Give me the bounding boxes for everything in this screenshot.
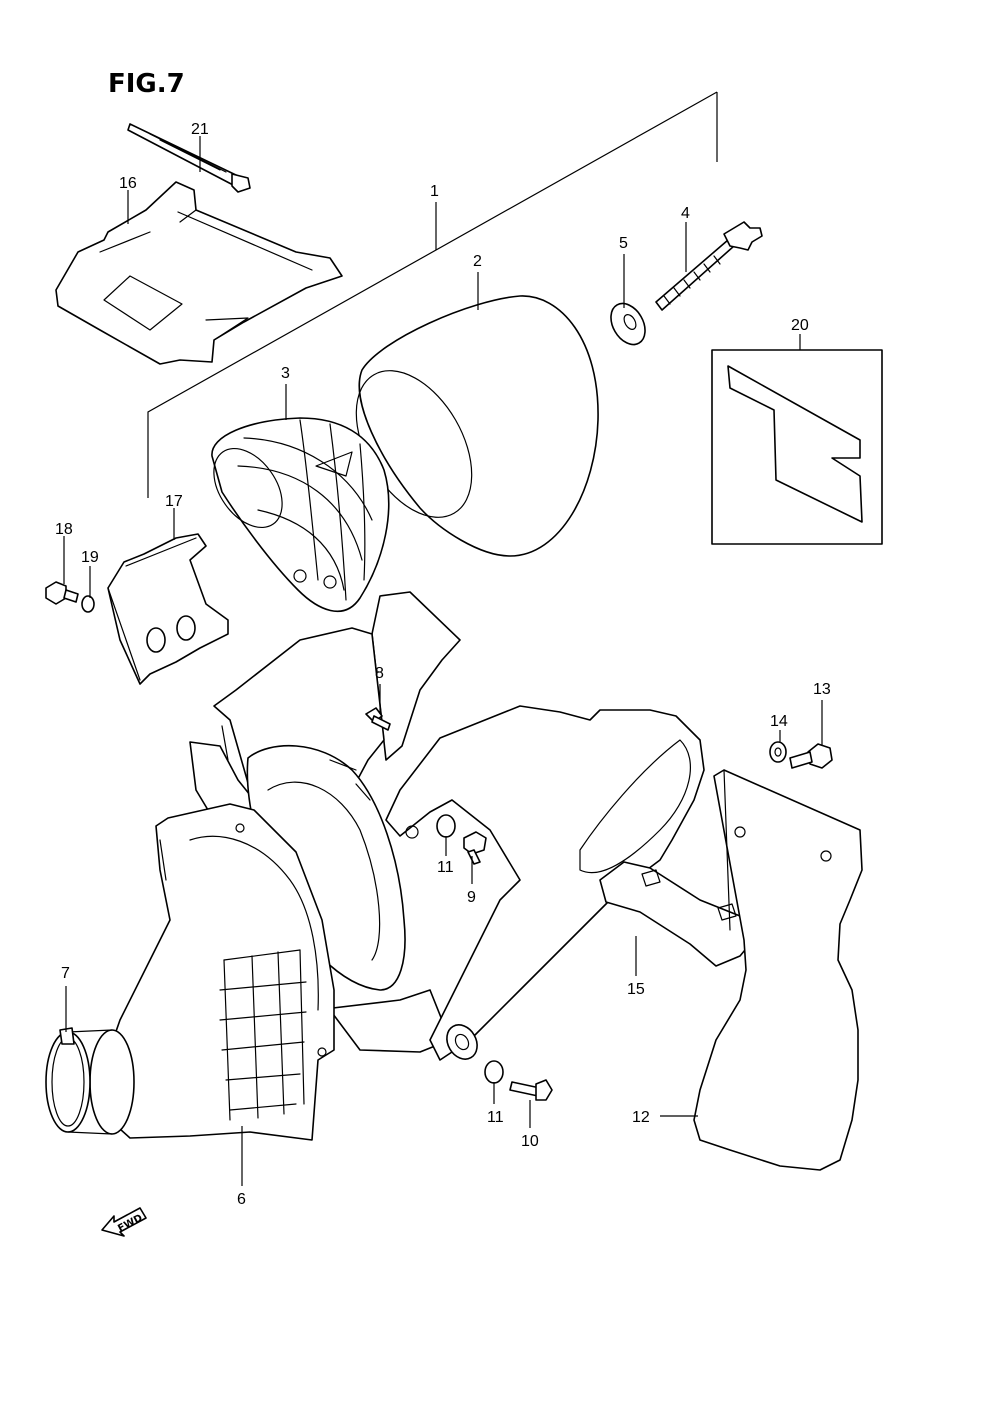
callout-10: 10 [521, 1133, 539, 1150]
part-21-cable-tie [127, 123, 251, 193]
part-14-washer [769, 741, 787, 763]
part-11-collar-upper [436, 814, 456, 838]
part-12-intake-duct [693, 769, 863, 1171]
callout-1: 1 [430, 183, 439, 200]
callout-4: 4 [681, 205, 690, 222]
part-5-washer [610, 302, 646, 346]
callout-15: 15 [627, 981, 645, 998]
part-16-cover-plate [55, 181, 343, 365]
callout-6: 6 [237, 1191, 246, 1208]
part-11-collar-lower [484, 1060, 504, 1084]
callout-11-lower: 11 [487, 1109, 504, 1126]
callout-18: 18 [55, 521, 73, 538]
callout-14: 14 [770, 713, 788, 730]
part-13-bolt [789, 743, 833, 769]
callout-13: 13 [813, 681, 831, 698]
part-4-wing-bolt [655, 221, 763, 311]
callout-20: 20 [791, 317, 809, 334]
figure-title: FIG.7 [108, 69, 185, 99]
part-20-sheet [711, 349, 883, 545]
callout-labels: 1 2 3 4 5 6 7 8 9 10 11 11 12 13 14 15 1… [55, 121, 831, 1208]
callout-16: 16 [119, 175, 137, 192]
part-6-intake-boot [105, 803, 335, 1141]
callout-leaders [63, 136, 823, 1186]
part-3-filter-cage [211, 417, 390, 613]
part-18-bolt [45, 581, 79, 605]
callout-5: 5 [619, 235, 628, 252]
callout-12: 12 [632, 1109, 650, 1126]
callout-2: 2 [473, 253, 482, 270]
part-9-bolt [463, 831, 487, 865]
callout-9: 9 [467, 889, 476, 906]
part-19-washer [81, 595, 95, 613]
callout-8: 8 [375, 665, 384, 682]
part-8-screw [365, 707, 391, 731]
callout-3: 3 [281, 365, 290, 382]
callout-19: 19 [81, 549, 99, 566]
callout-21: 21 [191, 121, 209, 138]
callout-11-upper: 11 [437, 859, 454, 876]
assembly-bracket-1 [147, 91, 718, 498]
part-10-bolt [509, 1079, 553, 1101]
fwd-arrow: FWD [101, 1207, 147, 1237]
part-17-bracket [107, 533, 229, 685]
callout-17: 17 [165, 493, 183, 510]
callout-7: 7 [61, 965, 70, 982]
part-7-clamp [45, 1027, 135, 1135]
